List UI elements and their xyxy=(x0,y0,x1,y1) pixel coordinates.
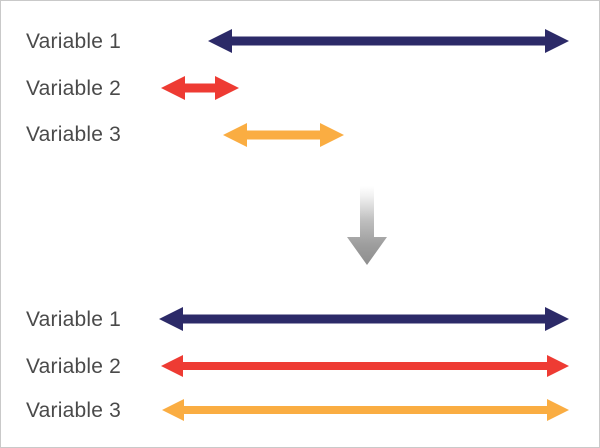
top-row-1-label: Variable 1 xyxy=(26,30,122,53)
bottom-row-1-label: Variable 1 xyxy=(26,308,122,331)
top-row-3-label: Variable 3 xyxy=(26,123,122,146)
bottom-row-1-arrow-navy xyxy=(159,307,569,331)
top-row-2-arrow-red xyxy=(161,76,239,100)
top-row-3-arrow-orange xyxy=(223,123,344,147)
top-row-1-arrow-navy xyxy=(208,29,569,53)
bottom-row-2-arrow-red xyxy=(161,355,569,377)
bottom-row-3-arrow-orange xyxy=(162,399,569,421)
bottom-row-3-label: Variable 3 xyxy=(26,399,122,422)
down-gradient-arrow-icon xyxy=(347,186,387,265)
bottom-row-2-label: Variable 2 xyxy=(26,355,122,378)
top-row-2-label: Variable 2 xyxy=(26,77,122,100)
